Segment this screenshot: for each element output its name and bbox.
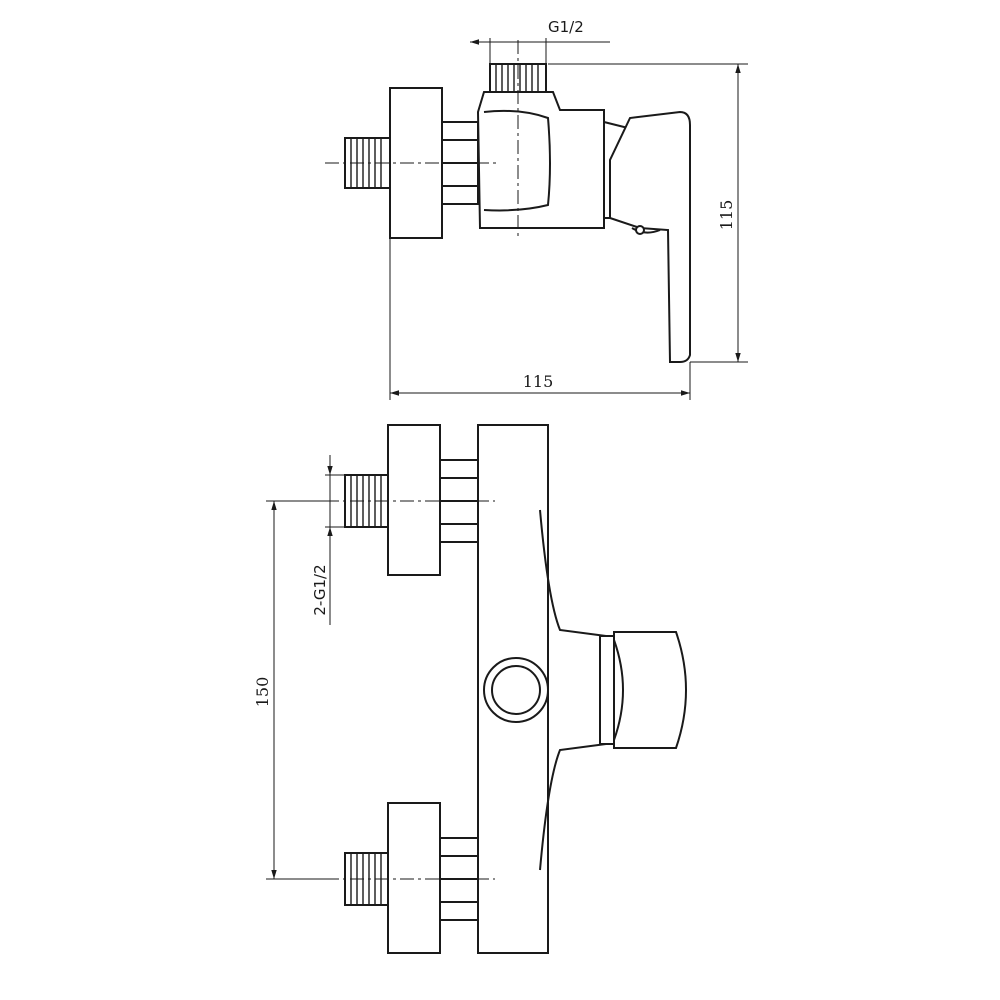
front-lower-inlet	[344, 802, 479, 954]
front-upper-inlet	[344, 424, 479, 576]
dim-height: 115	[548, 63, 748, 363]
dim-depth-label: 115	[523, 372, 554, 391]
dim-inlet-thread-label: 2-G1/2	[311, 564, 329, 615]
side-lever-handle	[609, 110, 691, 363]
dim-top-thread-label: G1/2	[548, 18, 584, 36]
front-view: 2-G1/2 150	[253, 424, 687, 954]
dim-top-thread: G1/2	[470, 18, 610, 64]
dim-height-label: 115	[717, 200, 736, 231]
front-handle-knob	[599, 631, 687, 749]
dim-depth: 115	[389, 238, 691, 400]
side-view: G1/2 115 115	[325, 18, 748, 400]
dim-inlet-spacing: 150	[253, 500, 325, 880]
dim-inlet-spacing-label: 150	[253, 677, 272, 708]
side-body	[476, 91, 629, 229]
dim-inlet-thread: 2-G1/2	[311, 455, 345, 625]
front-outlet-port	[483, 657, 549, 723]
